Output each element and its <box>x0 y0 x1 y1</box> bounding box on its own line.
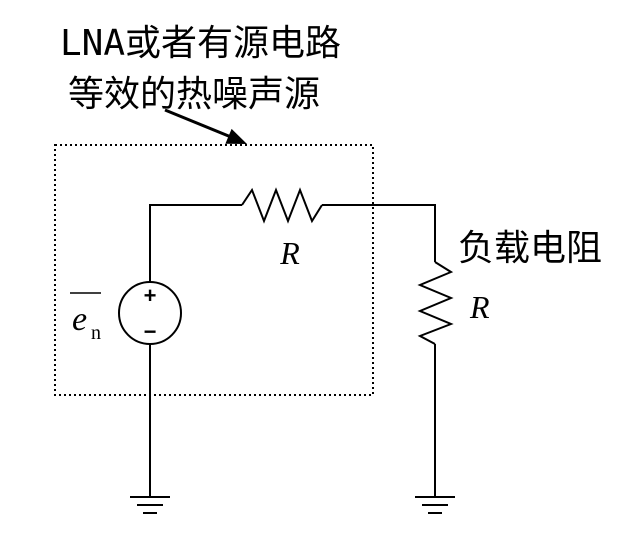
wire-series-to-load-resistor <box>322 204 436 262</box>
dotted-boundary-box <box>54 144 374 396</box>
voltage-source-minus: − <box>144 319 157 344</box>
ground-symbol-left <box>130 496 170 514</box>
voltage-source: + − <box>118 281 182 345</box>
arrow-shaft <box>164 108 232 139</box>
load-resistor-caption: 负载电阻 <box>458 228 602 269</box>
annotation-line-2: 等效的热噪声源 <box>68 74 320 115</box>
annotation-arrow <box>164 108 247 144</box>
load-resistor-label: R <box>469 289 490 325</box>
annotation-line-1: LNA或者有源电路 <box>60 23 341 64</box>
load-resistor <box>417 261 454 345</box>
wire-source-to-series-resistor <box>149 204 242 282</box>
arrow-head <box>225 128 247 144</box>
ground-symbol-right <box>415 496 455 514</box>
noise-source-label: e n <box>70 292 101 344</box>
noise-label-subscript: n <box>91 322 101 344</box>
series-resistor-label: R <box>279 235 300 271</box>
noise-label-symbol: e <box>72 301 87 338</box>
voltage-source-plus: + <box>144 283 157 308</box>
series-resistor <box>241 187 323 224</box>
